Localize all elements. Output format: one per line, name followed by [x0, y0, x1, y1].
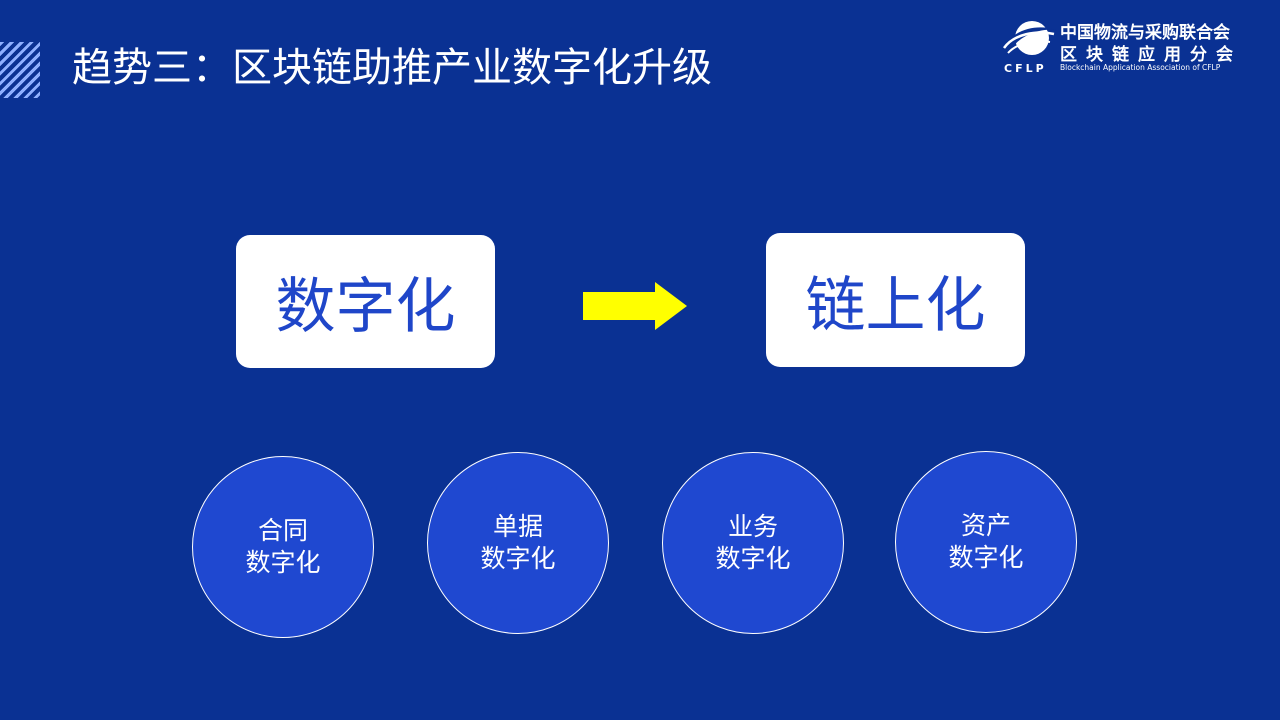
right-arrow-icon: [583, 282, 687, 330]
globe-swoosh-logo-icon: [1002, 21, 1056, 55]
circle-line1: 资产: [960, 511, 1011, 540]
contract-digitization-circle: 合同 数字化: [192, 456, 374, 638]
on-chain-box: 链上化: [766, 233, 1025, 367]
logo-org-name: 中国物流与采购联合会: [1060, 23, 1230, 43]
document-digitization-circle: 单据 数字化: [427, 452, 609, 634]
cflp-logo: CFLP 中国物流与采购联合会 区块链应用分会 Blockchain Appli…: [1002, 16, 1272, 78]
circle-line1: 业务: [727, 512, 778, 541]
circle-line1: 合同: [257, 516, 308, 545]
on-chain-label: 链上化: [805, 270, 986, 341]
circle-line2: 数字化: [948, 543, 1024, 572]
logo-english-name: Blockchain Application Association of CF…: [1060, 63, 1221, 72]
asset-digitization-circle: 资产 数字化: [895, 451, 1077, 633]
logo-abbreviation: CFLP: [1004, 62, 1047, 75]
circle-line1: 单据: [492, 512, 543, 541]
circle-line2: 数字化: [245, 548, 321, 577]
business-digitization-circle: 业务 数字化: [662, 452, 844, 634]
slide-title: 趋势三：区块链助推产业数字化升级: [72, 45, 712, 91]
digitization-label: 数字化: [275, 272, 456, 342]
digitization-box: 数字化: [236, 235, 495, 368]
title-stripe-decoration: [0, 42, 40, 98]
circle-line2: 数字化: [480, 544, 556, 573]
circle-line2: 数字化: [715, 544, 791, 573]
logo-branch-name: 区块链应用分会: [1060, 45, 1242, 65]
